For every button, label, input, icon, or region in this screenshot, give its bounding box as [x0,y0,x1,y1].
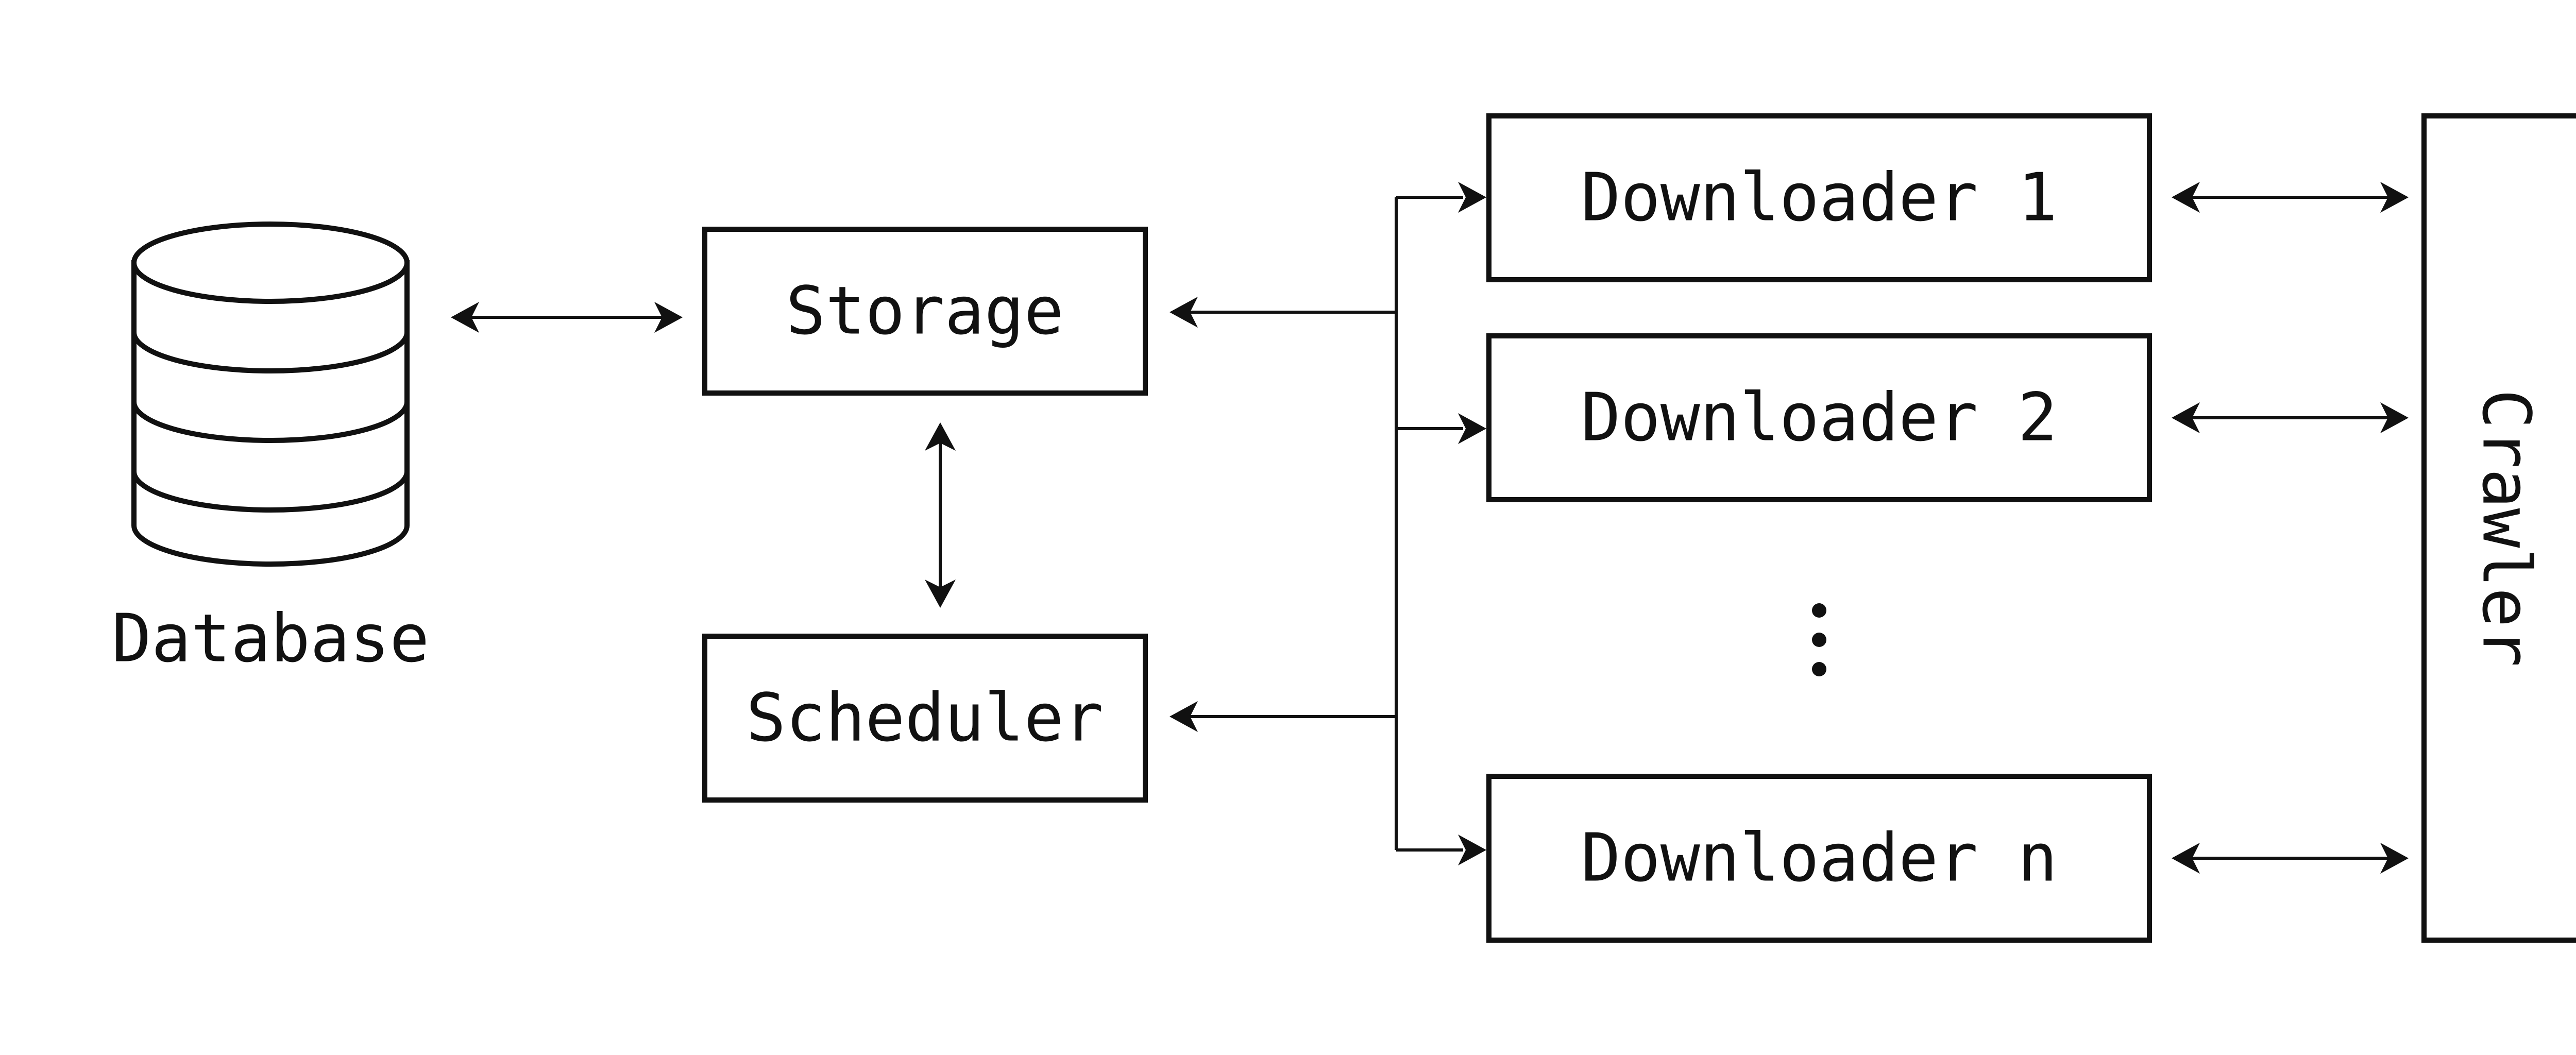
edge-bus-downloader-n [1396,835,1486,865]
scheduler-label: Scheduler [746,680,1104,757]
edge-downloader-n-crawler [2172,843,2409,874]
downloader-1-box [1486,113,2152,282]
edge-downloader-1-crawler [2172,182,2409,213]
edge-downloader-2-crawler [2172,402,2409,433]
storage-box [702,227,1148,396]
scheduler-box [702,634,1148,803]
edge-bus-downloader-1 [1396,182,1486,213]
downloader-2-box [1486,333,2152,502]
edge-downloaders-storage [1170,297,1396,328]
edge-bus-downloader-2 [1396,413,1486,444]
database-label: Database [112,601,430,677]
downloader-n-label: Downloader n [1581,820,2058,897]
downloader-1-label: Downloader 1 [1581,160,2058,236]
edge-database-storage [451,302,683,333]
vertical-ellipsis-icon [1812,603,1826,676]
downloader-n-box [1486,774,2152,943]
edge-downloaders-scheduler [1170,701,1396,732]
storage-label: Storage [786,273,1063,350]
crawler-box [2421,113,2576,943]
crawler-label: Crawler [2468,389,2545,667]
database-icon [131,222,410,567]
downloader-2-label: Downloader 2 [1581,380,2058,456]
edge-storage-scheduler [925,422,956,608]
